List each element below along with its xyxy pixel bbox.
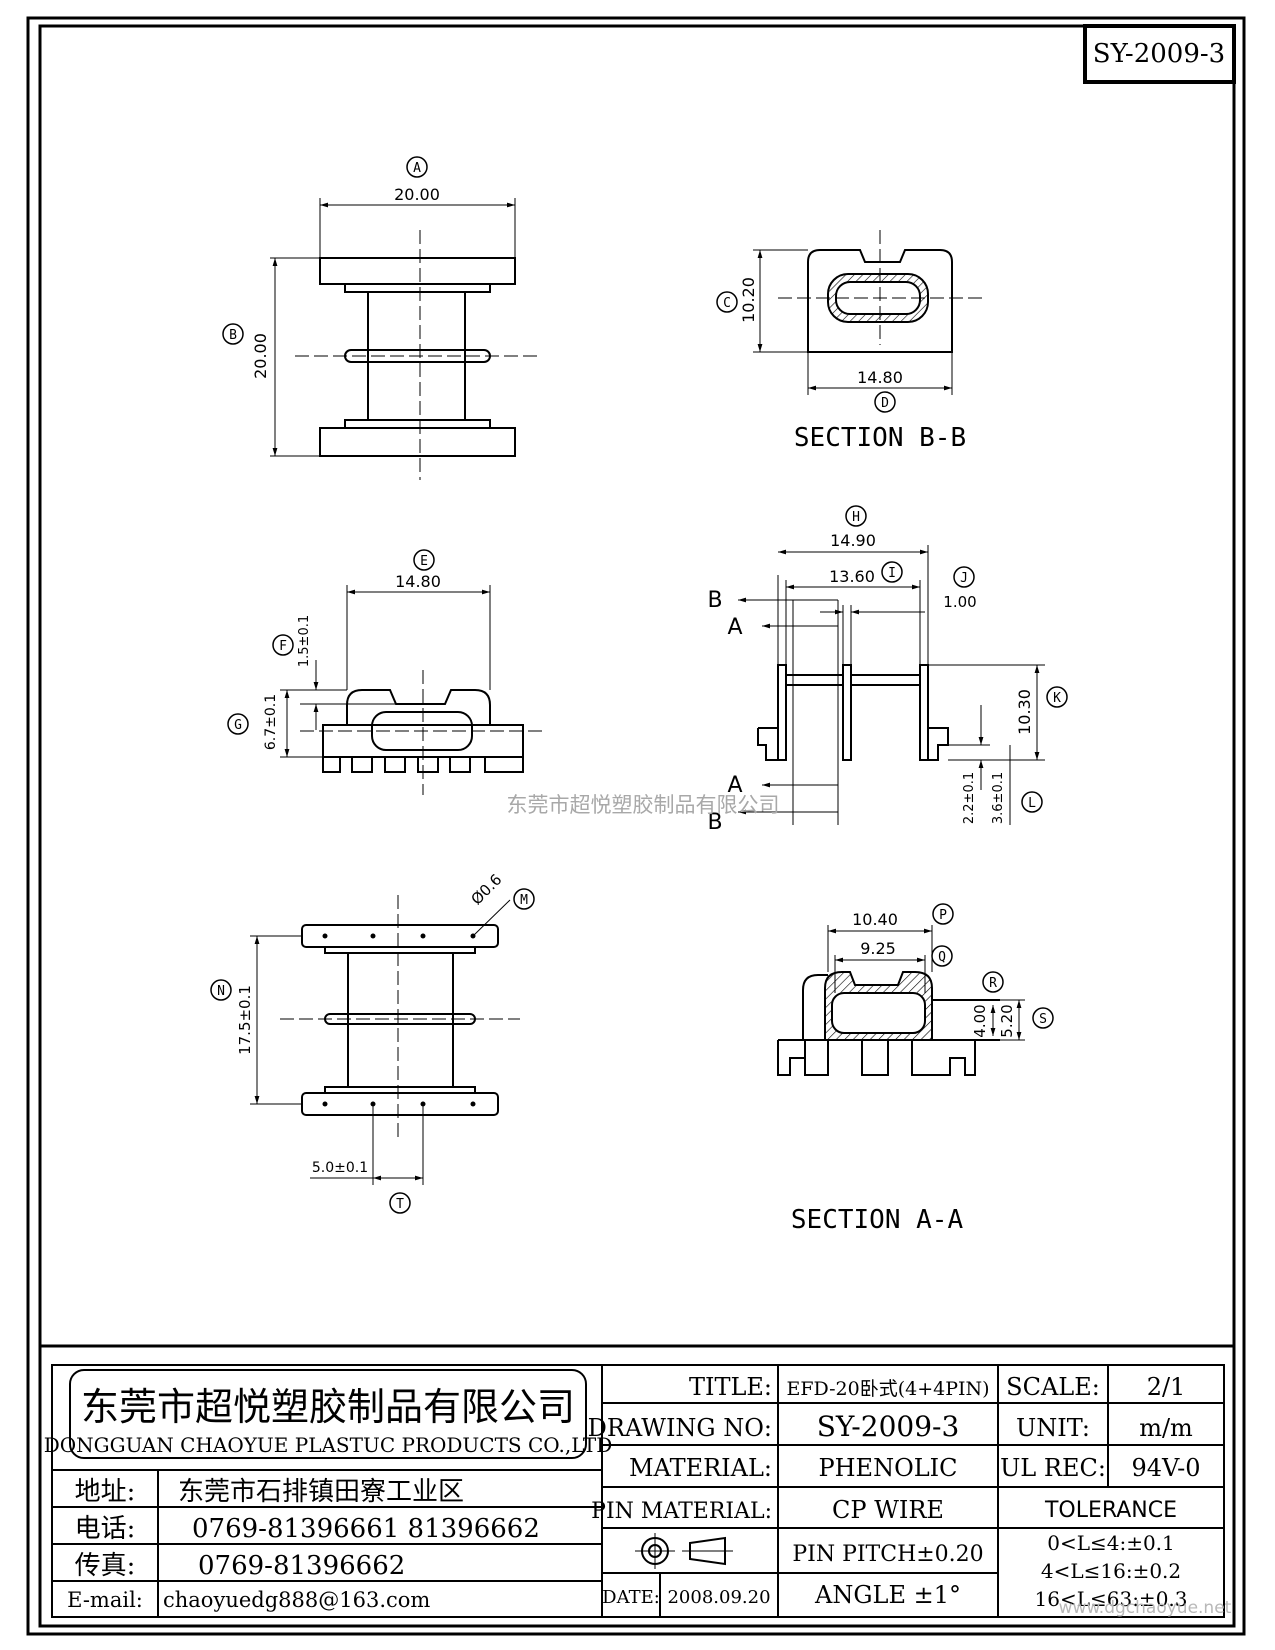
svg-text:J: J (960, 571, 968, 586)
svg-text:L: L (1028, 796, 1036, 811)
svg-text:D: D (881, 396, 889, 411)
angle-tolerance: ANGLE ±1° (814, 1581, 961, 1609)
svg-text:H: H (852, 510, 860, 525)
dim-i: 13.60 (829, 567, 875, 586)
cut-mark-a-top: A (727, 615, 742, 640)
svg-text:K: K (1053, 691, 1061, 706)
dim-c: 10.20 (739, 277, 758, 323)
dim-g: 6.7±0.1 (263, 694, 279, 750)
dim-q: 9.25 (860, 939, 896, 958)
view-bottom-pins (322, 933, 476, 1107)
svg-text:G: G (234, 718, 242, 733)
svg-text:T: T (396, 1197, 404, 1212)
scale-label: SCALE: (1006, 1373, 1100, 1401)
cut-mark-b-top: B (707, 588, 722, 613)
view-side-labels: E 14.80 F 1.5±0.1 G 6.7±0.1 (227, 549, 441, 750)
svg-text:A: A (413, 161, 421, 176)
pin-material-value: CP WIRE (832, 1496, 944, 1524)
dim-m: Ø0.6 (467, 870, 505, 908)
svg-text:F: F (279, 639, 287, 654)
dim-p: 10.40 (852, 910, 898, 929)
address-label: 地址: (75, 1477, 136, 1507)
date-label: DATE: (602, 1587, 660, 1608)
company-name-en: DONGGUAN CHAOYUE PLASTUC PRODUCTS CO.,LT… (44, 1433, 613, 1457)
section-bb-label: SECTION B-B (794, 423, 966, 453)
dim-e: 14.80 (395, 572, 441, 591)
dim-n: 17.5±0.1 (236, 985, 254, 1055)
dim-s: 5.20 (998, 1004, 1016, 1037)
view-side-section (738, 545, 1045, 825)
phone-label: 电话: (75, 1514, 136, 1544)
dim-l1: 2.2±0.1 (962, 772, 977, 824)
cut-mark-a-bottom: A (727, 773, 742, 798)
view-front (270, 198, 540, 480)
tolerance-label: TOLERANCE (1044, 1498, 1177, 1523)
address-value: 东莞市石排镇田寮工业区 (178, 1477, 464, 1507)
view-section-bb (753, 230, 985, 395)
date-value: 2008.09.20 (667, 1587, 770, 1608)
svg-text:Q: Q (938, 950, 946, 965)
svg-text:I: I (888, 566, 896, 581)
svg-text:C: C (723, 296, 731, 311)
dim-b: 20.00 (251, 333, 270, 379)
section-aa-label: SECTION A-A (791, 1205, 964, 1235)
title-value: EFD-20卧式(4+4PIN) (786, 1378, 989, 1400)
email-label: E-mail: (67, 1588, 143, 1612)
email-value: chaoyuedg888@163.com (163, 1588, 430, 1612)
company-name-cn: 东莞市超悦塑胶制品有限公司 (81, 1385, 575, 1429)
unit-label: UNIT: (1016, 1414, 1090, 1442)
dim-j: 1.00 (943, 593, 976, 611)
material-value: PHENOLIC (818, 1454, 957, 1482)
svg-text:P: P (939, 908, 947, 923)
dim-k: 10.30 (1015, 689, 1034, 735)
tolerance-row-1: 0<L≤4:±0.1 (1047, 1531, 1175, 1555)
svg-text:M: M (520, 893, 528, 908)
ul-label: UL REC: (1000, 1454, 1106, 1482)
view-side-section-labels: H 14.90 13.60 I J 1.00 10.30 K 2.2±0.1 3… (707, 505, 1068, 835)
outer-border (26, 16, 1246, 1636)
dim-r: 4.00 (971, 1004, 989, 1037)
dim-d: 14.80 (857, 368, 903, 387)
phone-value: 0769-81396661 81396662 (192, 1514, 540, 1544)
drawing-no-label: DRAWING NO: (588, 1414, 772, 1442)
site-watermark: www.dgchaoyue.net (1059, 1598, 1232, 1618)
cut-mark-b-bottom: B (707, 810, 722, 835)
titleblock (51, 1364, 1225, 1618)
view-bottom-labels: Ø0.6 M N 17.5±0.1 5.0±0.1 T (210, 870, 535, 1214)
drawing-no-value: SY-2009-3 (817, 1410, 960, 1443)
dim-a: 20.00 (394, 185, 440, 204)
svg-text:S: S (1039, 1012, 1047, 1027)
svg-text:R: R (989, 976, 997, 991)
scale-value: 2/1 (1147, 1373, 1186, 1401)
view-front-labels: A 20.00 B 20.00 (222, 156, 440, 379)
dim-l2: 3.6±0.1 (991, 772, 1006, 824)
ul-value: 94V-0 (1131, 1454, 1200, 1482)
dim-f: 1.5±0.1 (297, 615, 312, 667)
corner-drawing-no: SY-2009-3 (1093, 39, 1225, 69)
unit-value: m/m (1139, 1414, 1193, 1442)
tolerance-row-3: 16<L≤63:±0.3 (1035, 1587, 1188, 1611)
svg-text:N: N (217, 984, 225, 999)
svg-text:E: E (420, 554, 428, 569)
corner-box (1083, 24, 1236, 84)
pin-material-label: PIN MATERIAL: (591, 1499, 772, 1524)
fax-label: 传真: (75, 1551, 136, 1581)
fax-value: 0769-81396662 (198, 1551, 405, 1581)
view-section-bb-labels: C 10.20 14.80 D SECTION B-B (716, 277, 966, 453)
company-watermark: 东莞市超悦塑胶制品有限公司 (507, 793, 780, 817)
title-label: TITLE: (689, 1373, 772, 1401)
inner-border (38, 24, 1236, 1628)
pin-pitch: PIN PITCH±0.20 (792, 1542, 983, 1567)
titleblock-text: 东莞市超悦塑胶制品有限公司 DONGGUAN CHAOYUE PLASTUC P… (44, 1373, 1232, 1618)
svg-text:B: B (229, 328, 237, 343)
tolerance-row-2: 4<L≤16:±0.2 (1041, 1559, 1181, 1583)
view-section-aa (777, 925, 1025, 1076)
dim-t: 5.0±0.1 (312, 1160, 368, 1176)
view-bottom (250, 895, 520, 1185)
material-label: MATERIAL: (629, 1454, 772, 1482)
view-section-aa-labels: 10.40 P 9.25 Q R 4.00 5.20 S SECTION A-A (791, 903, 1054, 1235)
view-side (280, 585, 545, 795)
dim-h: 14.90 (830, 531, 876, 550)
